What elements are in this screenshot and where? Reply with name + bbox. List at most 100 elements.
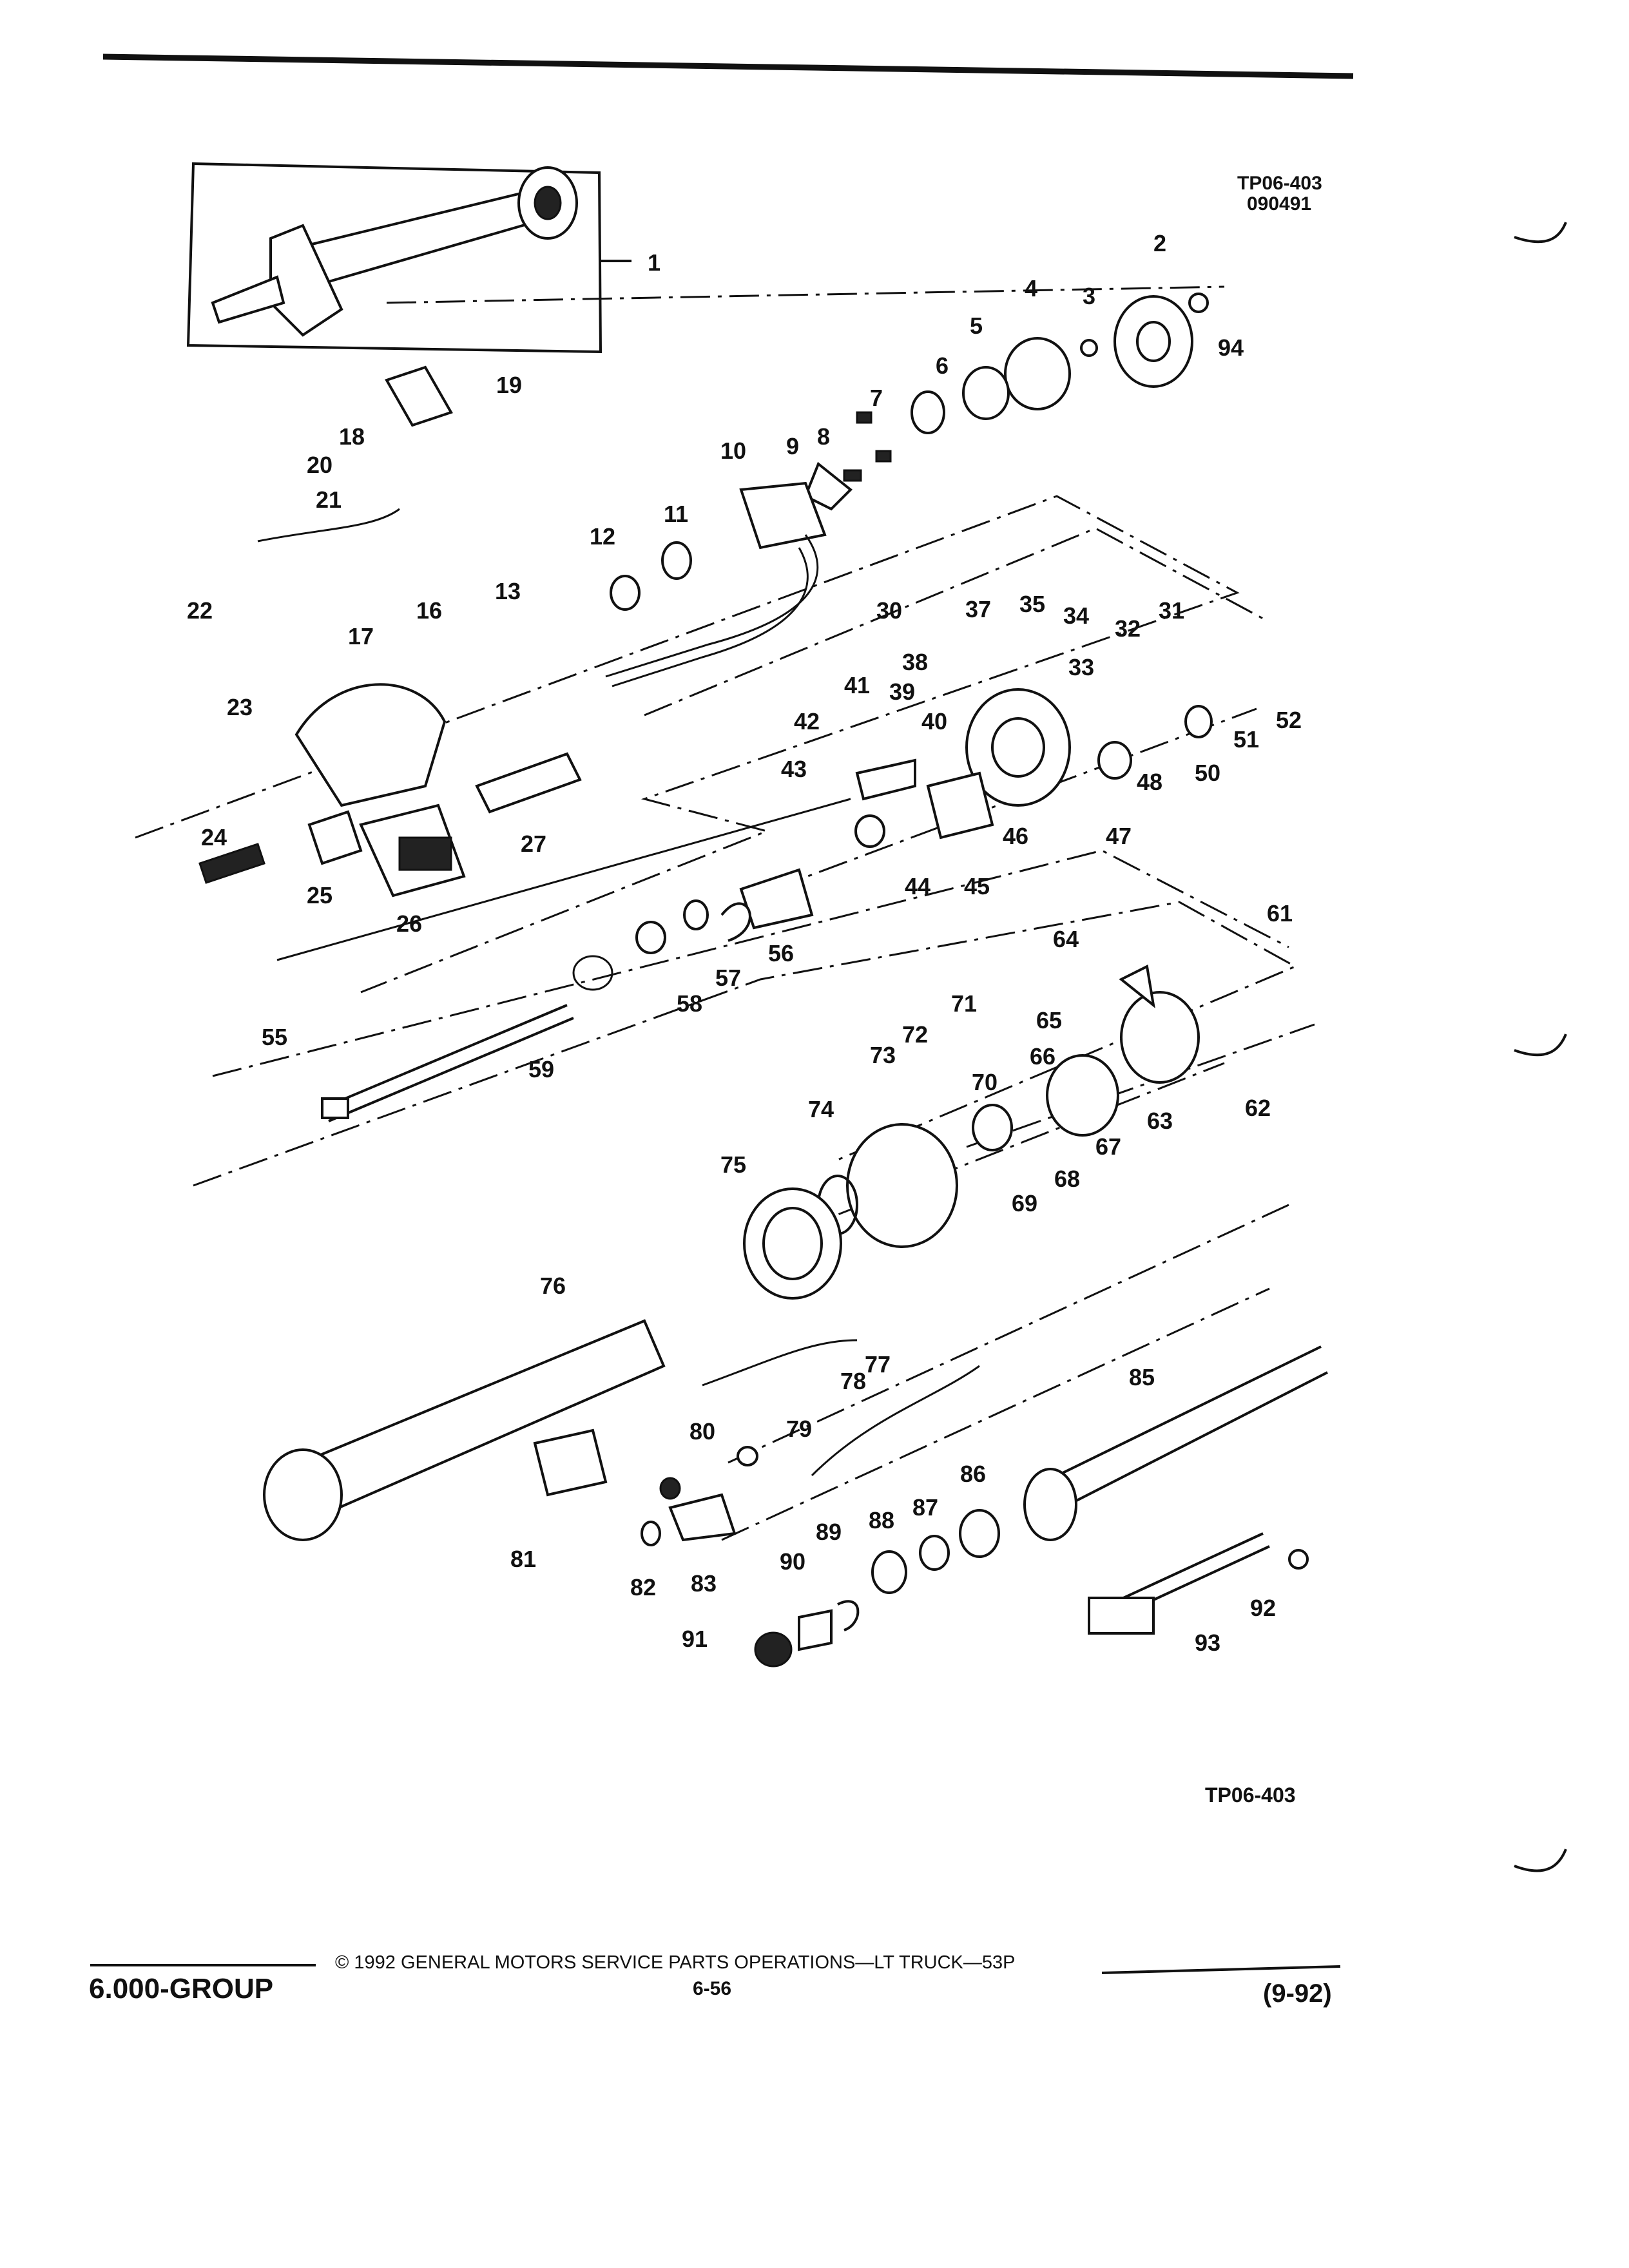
callout-label: 27 [521, 831, 546, 857]
margin-mark [1514, 1033, 1567, 1057]
callout-label: 61 [1267, 900, 1293, 927]
callout-label: 7 [870, 385, 883, 411]
callout-label: 93 [1195, 1629, 1220, 1656]
callout-label: 23 [227, 694, 253, 720]
callout-label: 73 [870, 1042, 896, 1068]
callout-label: 65 [1036, 1007, 1062, 1033]
margin-mark [1514, 222, 1567, 244]
callout-label: 3 [1083, 283, 1095, 309]
callout-label: 79 [786, 1416, 812, 1442]
callout-label: 9 [786, 433, 799, 459]
callout-label: 88 [869, 1507, 894, 1533]
callout-label: 26 [396, 910, 422, 937]
callout-label: 35 [1019, 591, 1045, 617]
callout-label: 86 [960, 1461, 986, 1487]
callout-label: 77 [865, 1351, 891, 1378]
footer-revision: (9-92) [1263, 1979, 1332, 2008]
callout-label: 55 [262, 1024, 287, 1050]
callout-label: 2 [1153, 230, 1166, 256]
callout-label: 63 [1147, 1108, 1173, 1134]
callout-label: 82 [630, 1574, 656, 1600]
top-rule [102, 53, 1354, 79]
callout-label: 42 [794, 708, 820, 735]
callout-label: 91 [682, 1626, 708, 1652]
callout-label: 72 [902, 1021, 928, 1048]
callout-label: 10 [720, 437, 746, 464]
callout-label: 43 [781, 756, 807, 782]
footer-copyright: © 1992 GENERAL MOTORS SERVICE PARTS OPER… [335, 1952, 1016, 1973]
callout-label: 58 [677, 990, 702, 1017]
callout-label: 74 [808, 1096, 834, 1122]
callout-label: 80 [689, 1418, 715, 1445]
callout-label: 16 [416, 597, 442, 624]
callout-label: 5 [970, 312, 983, 339]
callout-label: 76 [540, 1273, 566, 1299]
callout-label: 31 [1159, 597, 1184, 624]
callout-label: 13 [495, 578, 521, 604]
callout-label: 85 [1129, 1364, 1155, 1390]
callout-label: 18 [339, 423, 365, 450]
figure-date-code: 090491 [1247, 193, 1312, 215]
callout-label: 6 [936, 352, 949, 379]
callout-label: 47 [1106, 823, 1132, 849]
callout-label: 24 [201, 824, 227, 850]
callout-label: 64 [1053, 926, 1079, 952]
callout-label: 57 [715, 965, 741, 991]
callout-label: 48 [1137, 769, 1162, 795]
callout-label: 83 [691, 1570, 717, 1597]
callout-label: 25 [307, 882, 333, 908]
figure-code-top: TP06-403 [1237, 173, 1322, 194]
callout-label: 11 [664, 501, 688, 527]
callout-label: 37 [965, 596, 991, 622]
callout-label: 1 [648, 249, 660, 276]
callout-label: 50 [1195, 760, 1220, 786]
callout-label: 34 [1063, 602, 1089, 629]
callout-label: 8 [817, 423, 830, 450]
callout-label: 46 [1003, 823, 1028, 849]
callout-label: 62 [1245, 1095, 1271, 1121]
callout-label: 78 [840, 1368, 866, 1394]
callout-label: 33 [1068, 654, 1094, 680]
callout-label: 69 [1012, 1190, 1037, 1216]
callout-label: 70 [972, 1069, 998, 1095]
callout-label: 30 [876, 597, 902, 624]
callout-label: 22 [187, 597, 213, 624]
footer-group: 6.000-GROUP [89, 1973, 274, 2004]
callout-label: 94 [1218, 334, 1244, 361]
callout-label: 67 [1095, 1133, 1121, 1160]
callout-label: 90 [780, 1548, 805, 1575]
footer-page-number: 6-56 [693, 1978, 732, 1999]
footer-rule-right [1101, 1965, 1341, 1974]
callout-label: 20 [307, 452, 333, 478]
callout-label: 44 [905, 873, 930, 899]
callout-label: 89 [816, 1519, 842, 1545]
callout-label: 71 [951, 990, 977, 1017]
callout-label: 21 [316, 486, 342, 513]
callout-label: 52 [1276, 707, 1302, 733]
callout-label: 56 [768, 940, 794, 966]
callout-label: 66 [1030, 1043, 1055, 1070]
upper-components [605, 293, 1209, 687]
callout-label: 59 [528, 1056, 554, 1082]
callout-label: 87 [912, 1494, 938, 1521]
column-assembly-inset [186, 162, 631, 354]
callout-label: 12 [590, 523, 615, 550]
lock-housing-parts [321, 688, 1213, 1300]
callout-label: 38 [902, 649, 928, 675]
figure-code-bottom: TP06-403 [1205, 1783, 1296, 1807]
lower-column-parts [263, 1319, 1328, 1667]
callout-label: 39 [889, 678, 915, 705]
callout-label: 19 [496, 372, 522, 398]
callout-labels: 1234567891011121316171819202122232425262… [187, 230, 1302, 1656]
callout-label: 75 [720, 1151, 746, 1178]
callout-label: 4 [1025, 275, 1037, 302]
callout-label: 17 [348, 623, 374, 649]
callout-label: 68 [1054, 1166, 1080, 1192]
callout-label: 81 [510, 1546, 536, 1572]
callout-label: 40 [921, 708, 947, 735]
margin-mark [1514, 1849, 1567, 1872]
callout-label: 45 [964, 873, 990, 899]
callout-label: 92 [1250, 1595, 1276, 1621]
